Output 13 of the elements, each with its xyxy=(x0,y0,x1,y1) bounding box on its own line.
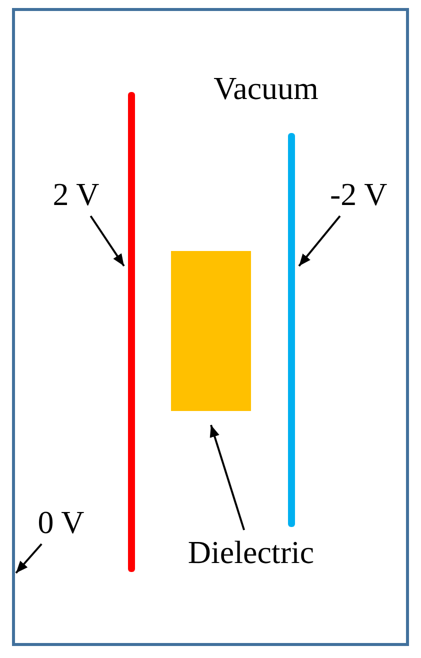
leader-arrow xyxy=(210,424,246,530)
leader-arrow xyxy=(15,543,42,574)
electrode-plate xyxy=(288,133,295,527)
leader-arrow xyxy=(90,215,125,267)
frame-border xyxy=(12,8,409,646)
vacuum-label: Vacuum xyxy=(212,69,320,108)
electrode-plate xyxy=(128,92,135,572)
voltage-label: 2 V xyxy=(52,175,100,214)
dielectric-label: Dielectric xyxy=(186,533,316,572)
dielectric-block xyxy=(171,251,251,411)
voltage-label: 0 V xyxy=(36,503,86,542)
leader-arrow xyxy=(298,215,341,267)
voltage-label: -2 V xyxy=(330,175,386,214)
